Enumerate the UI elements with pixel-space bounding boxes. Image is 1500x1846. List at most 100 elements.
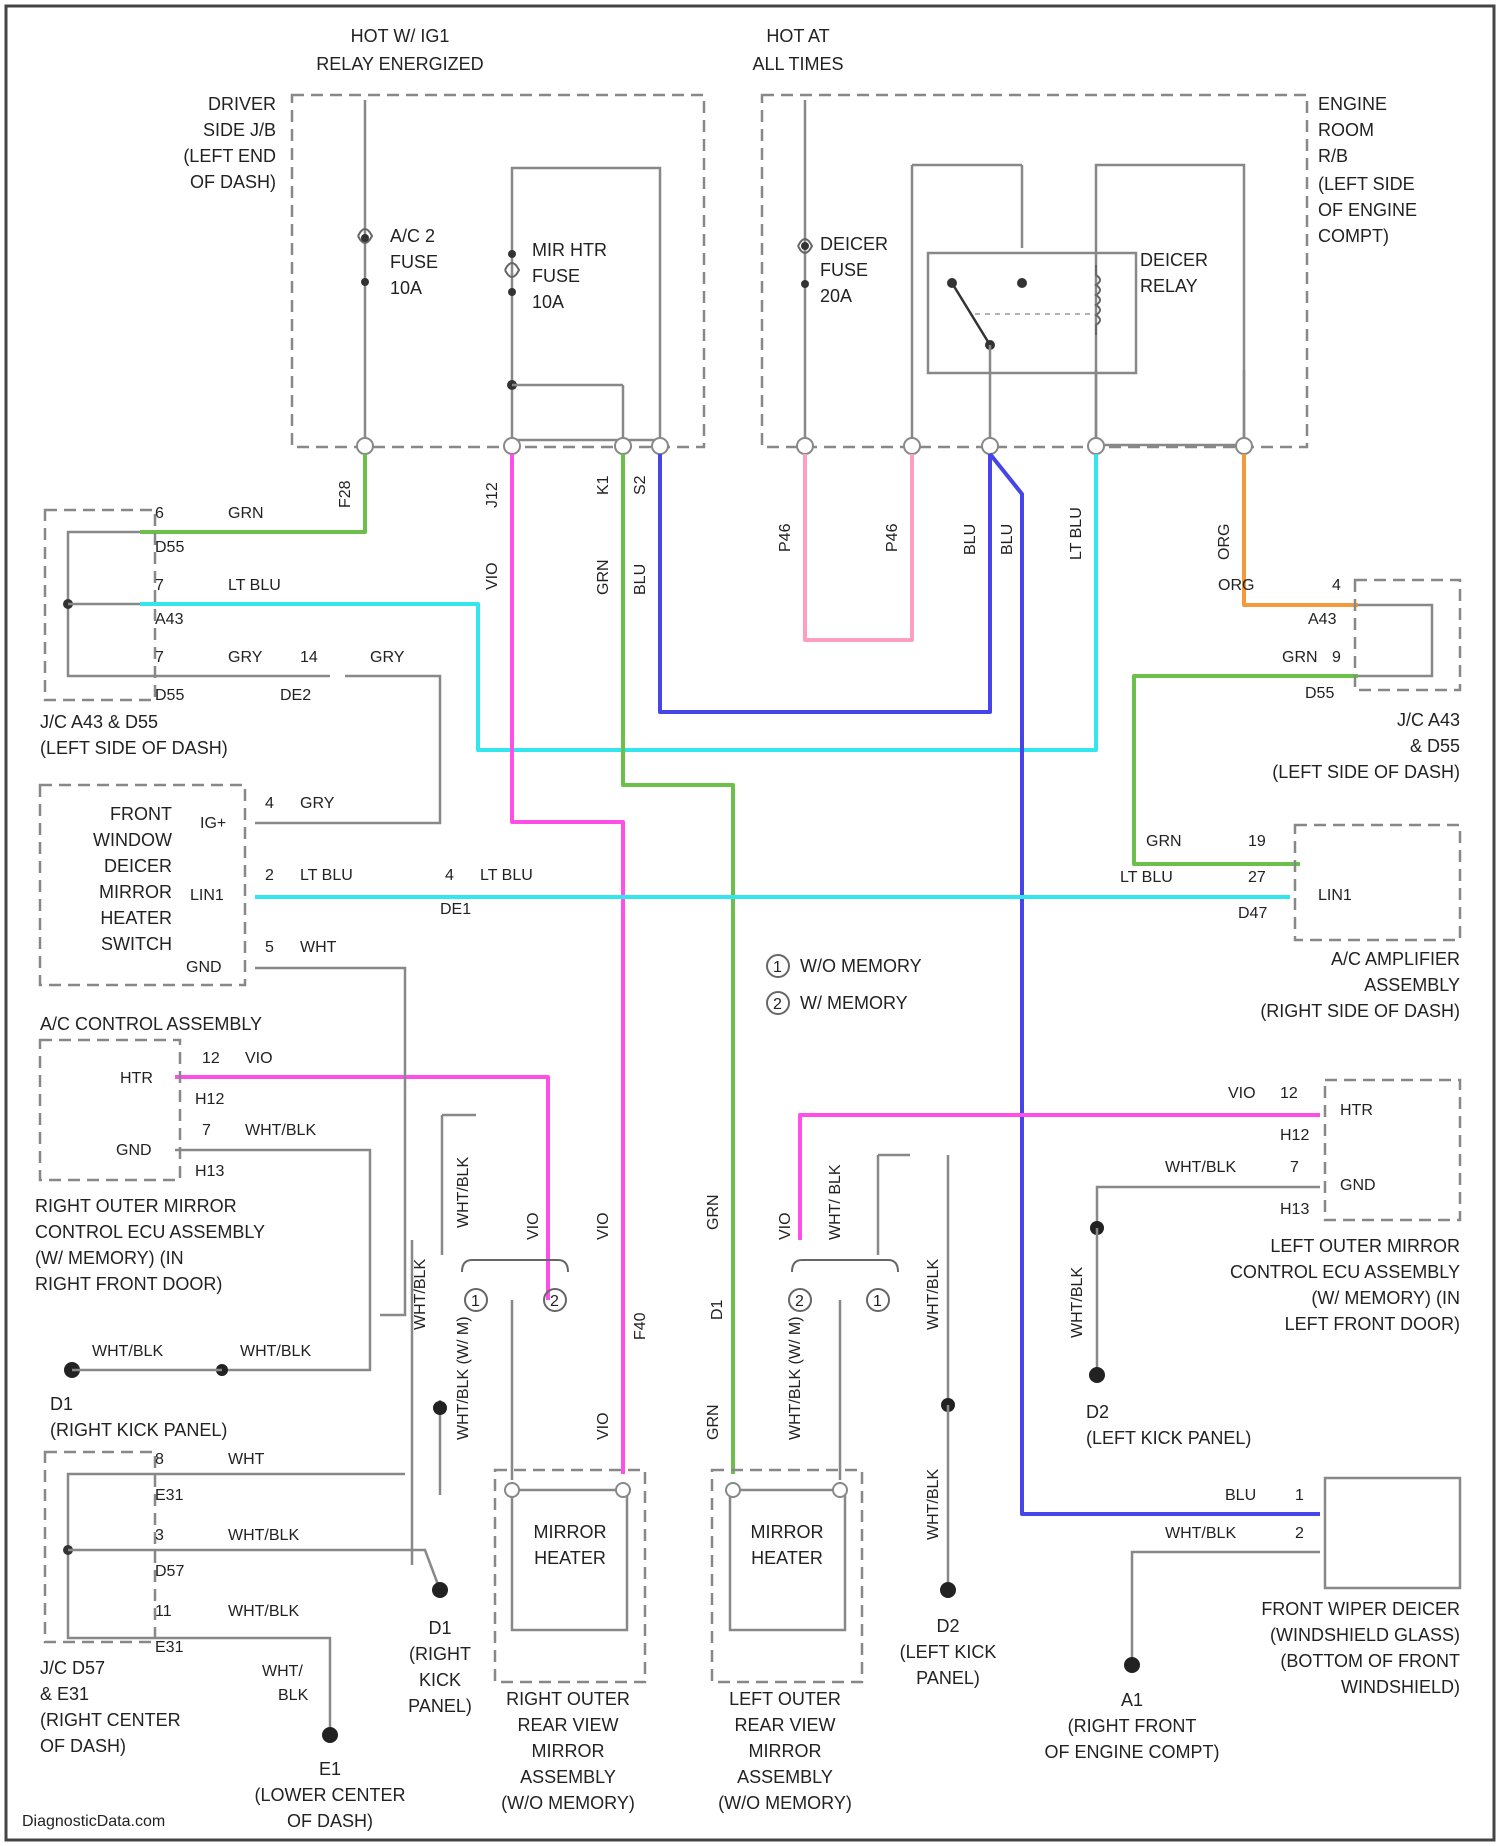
memory-legend: 1 W/O MEMORY 2 W/ MEMORY — [767, 955, 922, 1014]
svg-text:F28: F28 — [337, 480, 354, 508]
jc-right-label: J/C A43 & D55 (LEFT SIDE OF DASH) — [1272, 710, 1460, 782]
svg-text:ASSEMBLY: ASSEMBLY — [737, 1767, 833, 1787]
svg-text:2: 2 — [773, 996, 782, 1013]
svg-text:K1: K1 — [595, 475, 612, 495]
hot-all-label-2: ALL TIMES — [752, 54, 843, 74]
svg-text:HTR: HTR — [1340, 1102, 1373, 1119]
ground-e1 — [322, 1727, 338, 1743]
svg-text:H13: H13 — [195, 1163, 224, 1180]
svg-text:ROOM: ROOM — [1318, 120, 1374, 140]
svg-text:ORG: ORG — [1218, 577, 1254, 594]
footer-credit: DiagnosticData.com — [22, 1813, 165, 1830]
svg-text:HEATER: HEATER — [534, 1548, 606, 1568]
svg-text:REAR VIEW: REAR VIEW — [517, 1715, 618, 1735]
svg-text:A/C AMPLIFIER: A/C AMPLIFIER — [1331, 949, 1460, 969]
svg-text:D1: D1 — [709, 1299, 726, 1320]
svg-text:VIO: VIO — [245, 1050, 273, 1067]
svg-text:FUSE: FUSE — [390, 252, 438, 272]
svg-text:ORG: ORG — [1216, 524, 1233, 560]
svg-text:WHT/BLK: WHT/BLK — [228, 1527, 299, 1544]
jc-bottom-rows: 8WHTE31 3WHT/BLKD57 11WHT/BLKE31 WHT/BLK — [155, 1451, 309, 1704]
svg-text:VIO: VIO — [484, 562, 501, 590]
ground-d2-bottom — [940, 1582, 956, 1598]
svg-text:11: 11 — [155, 1603, 172, 1620]
left-mirror-heater-label: MIRROR HEATER — [751, 1522, 824, 1568]
svg-text:D55: D55 — [155, 539, 184, 556]
svg-text:WHT/BLK: WHT/BLK — [412, 1259, 429, 1330]
svg-text:D1: D1 — [50, 1394, 73, 1414]
svg-text:GRY: GRY — [300, 795, 335, 812]
svg-text:S2: S2 — [632, 475, 649, 495]
ac-fuse-label: A/C 2 FUSE 10A — [390, 226, 438, 298]
svg-text:12: 12 — [202, 1050, 220, 1067]
svg-text:DEICER: DEICER — [820, 234, 888, 254]
svg-text:D55: D55 — [1305, 685, 1334, 702]
svg-text:OF ENGINE: OF ENGINE — [1318, 200, 1417, 220]
wire-blu-s2 — [660, 454, 990, 712]
jc-right-box — [1355, 580, 1460, 690]
svg-text:MIRROR: MIRROR — [749, 1741, 822, 1761]
svg-text:D1: D1 — [428, 1618, 451, 1638]
ground-e1-label: E1 (LOWER CENTER OF DASH) — [254, 1759, 405, 1831]
svg-text:HEATER: HEATER — [751, 1548, 823, 1568]
svg-text:FUSE: FUSE — [532, 266, 580, 286]
svg-text:WHT/BLK: WHT/BLK — [1165, 1159, 1236, 1176]
svg-text:(LEFT SIDE OF DASH): (LEFT SIDE OF DASH) — [1272, 762, 1460, 782]
svg-text:MIRROR: MIRROR — [532, 1741, 605, 1761]
ground-d2-right-label: D2 (LEFT KICK PANEL) — [1086, 1402, 1251, 1448]
svg-text:12: 12 — [1280, 1085, 1298, 1102]
svg-text:4: 4 — [1332, 577, 1341, 594]
svg-text:GRY: GRY — [228, 649, 263, 666]
jc-bottom-box — [45, 1452, 155, 1642]
svg-text:OF DASH): OF DASH) — [287, 1811, 373, 1831]
svg-text:(W/ MEMORY) (IN: (W/ MEMORY) (IN — [1311, 1288, 1460, 1308]
svg-text:OF DASH): OF DASH) — [40, 1736, 126, 1756]
svg-text:GRN: GRN — [595, 559, 612, 595]
svg-text:CONTROL ECU ASSEMBLY: CONTROL ECU ASSEMBLY — [35, 1222, 265, 1242]
svg-text:VIO: VIO — [525, 1212, 542, 1240]
svg-text:(LEFT SIDE: (LEFT SIDE — [1318, 174, 1415, 194]
svg-text:DEICER: DEICER — [1140, 250, 1208, 270]
svg-text:1: 1 — [773, 959, 782, 976]
svg-text:10A: 10A — [532, 292, 564, 312]
svg-text:WHT/BLK: WHT/BLK — [925, 1259, 942, 1330]
svg-text:REAR VIEW: REAR VIEW — [734, 1715, 835, 1735]
switch-label: FRONT WINDOW DEICER MIRROR HEATER SWITCH — [93, 804, 172, 954]
hot-all-label: HOT AT — [766, 26, 829, 46]
svg-text:6: 6 — [155, 505, 164, 522]
svg-text:DE1: DE1 — [440, 901, 471, 918]
svg-text:SIDE J/B: SIDE J/B — [203, 120, 276, 140]
svg-text:BLU: BLU — [632, 564, 649, 595]
svg-text:(LEFT KICK: (LEFT KICK — [900, 1642, 997, 1662]
svg-text:GRN: GRN — [705, 1404, 722, 1440]
svg-text:BLK: BLK — [278, 1687, 309, 1704]
diagram-border — [6, 6, 1494, 1840]
svg-text:LT BLU: LT BLU — [480, 867, 533, 884]
driver-jb-box — [292, 95, 704, 447]
wiper-deicer-box — [1325, 1478, 1460, 1588]
svg-text:VIO: VIO — [777, 1212, 794, 1240]
svg-text:BLU: BLU — [1225, 1487, 1256, 1504]
svg-text:(LEFT KICK PANEL): (LEFT KICK PANEL) — [1086, 1428, 1251, 1448]
svg-text:A/C 2: A/C 2 — [390, 226, 435, 246]
svg-text:(RIGHT: (RIGHT — [409, 1644, 471, 1664]
svg-text:1: 1 — [1295, 1487, 1304, 1504]
svg-text:WHT/BLK (W/ M): WHT/BLK (W/ M) — [787, 1316, 804, 1440]
right-mirror-box — [495, 1470, 645, 1682]
svg-text:LIN1: LIN1 — [1318, 887, 1352, 904]
wiper-deicer-label: FRONT WIPER DEICER (WINDSHIELD GLASS) (B… — [1261, 1599, 1460, 1697]
svg-text:A43: A43 — [1308, 611, 1337, 628]
ground-d2-bottom-label: D2 (LEFT KICK PANEL) — [900, 1616, 997, 1688]
svg-text:FRONT: FRONT — [110, 804, 172, 824]
svg-text:WHT/: WHT/ — [262, 1663, 303, 1680]
svg-text:PANEL): PANEL) — [916, 1668, 980, 1688]
ground-a1 — [1124, 1657, 1140, 1673]
wire-whtblk-1: WHT/BLK — [92, 1343, 163, 1360]
engine-rb-label: ENGINE ROOM R/B (LEFT SIDE OF ENGINE COM… — [1318, 94, 1417, 246]
left-mirror-box — [712, 1470, 862, 1682]
svg-text:CONTROL ECU ASSEMBLY: CONTROL ECU ASSEMBLY — [1230, 1262, 1460, 1282]
svg-text:W/O MEMORY: W/O MEMORY — [800, 956, 922, 976]
